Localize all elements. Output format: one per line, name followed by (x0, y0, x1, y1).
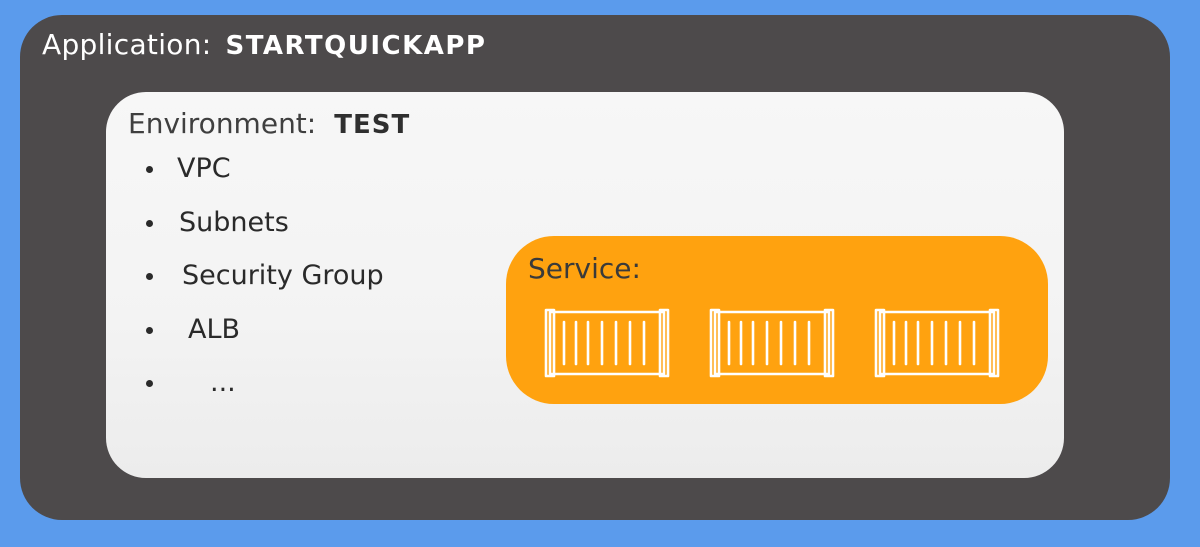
bullet-icon (146, 380, 153, 387)
list-item: Security Group (146, 249, 384, 303)
bullet-icon (146, 273, 153, 280)
list-item: Subnets (146, 196, 384, 250)
environment-box: Environment: TEST VPC Subnets Security Gr… (106, 92, 1064, 478)
environment-title: Environment: TEST (128, 107, 410, 140)
environment-resource-list: VPC Subnets Security Group ALB ... (146, 142, 384, 410)
application-name: STARTQUICKAPP (225, 31, 487, 61)
container-icon (544, 306, 670, 380)
bullet-icon (146, 219, 153, 227)
application-label: Application: (42, 28, 212, 61)
bullet-icon (146, 166, 153, 173)
application-title: Application: STARTQUICKAPP (42, 28, 487, 61)
container-icon (709, 306, 835, 380)
list-item: ALB (146, 303, 384, 357)
container-icon (874, 306, 1000, 380)
service-label: Service: (528, 252, 641, 285)
list-item-label: VPC (177, 153, 231, 184)
application-box: Application: STARTQUICKAPP Environment: TE… (20, 15, 1170, 520)
bullet-icon (146, 326, 153, 334)
environment-name: TEST (334, 110, 411, 140)
service-box: Service: (506, 236, 1048, 404)
list-item-label: Security Group (182, 260, 384, 291)
list-item: ... (146, 356, 384, 410)
list-item: VPC (146, 142, 384, 196)
list-item-label: ALB (188, 313, 241, 345)
list-item-label: ... (210, 367, 236, 398)
environment-label: Environment: (128, 107, 317, 140)
list-item-label: Subnets (179, 206, 289, 238)
